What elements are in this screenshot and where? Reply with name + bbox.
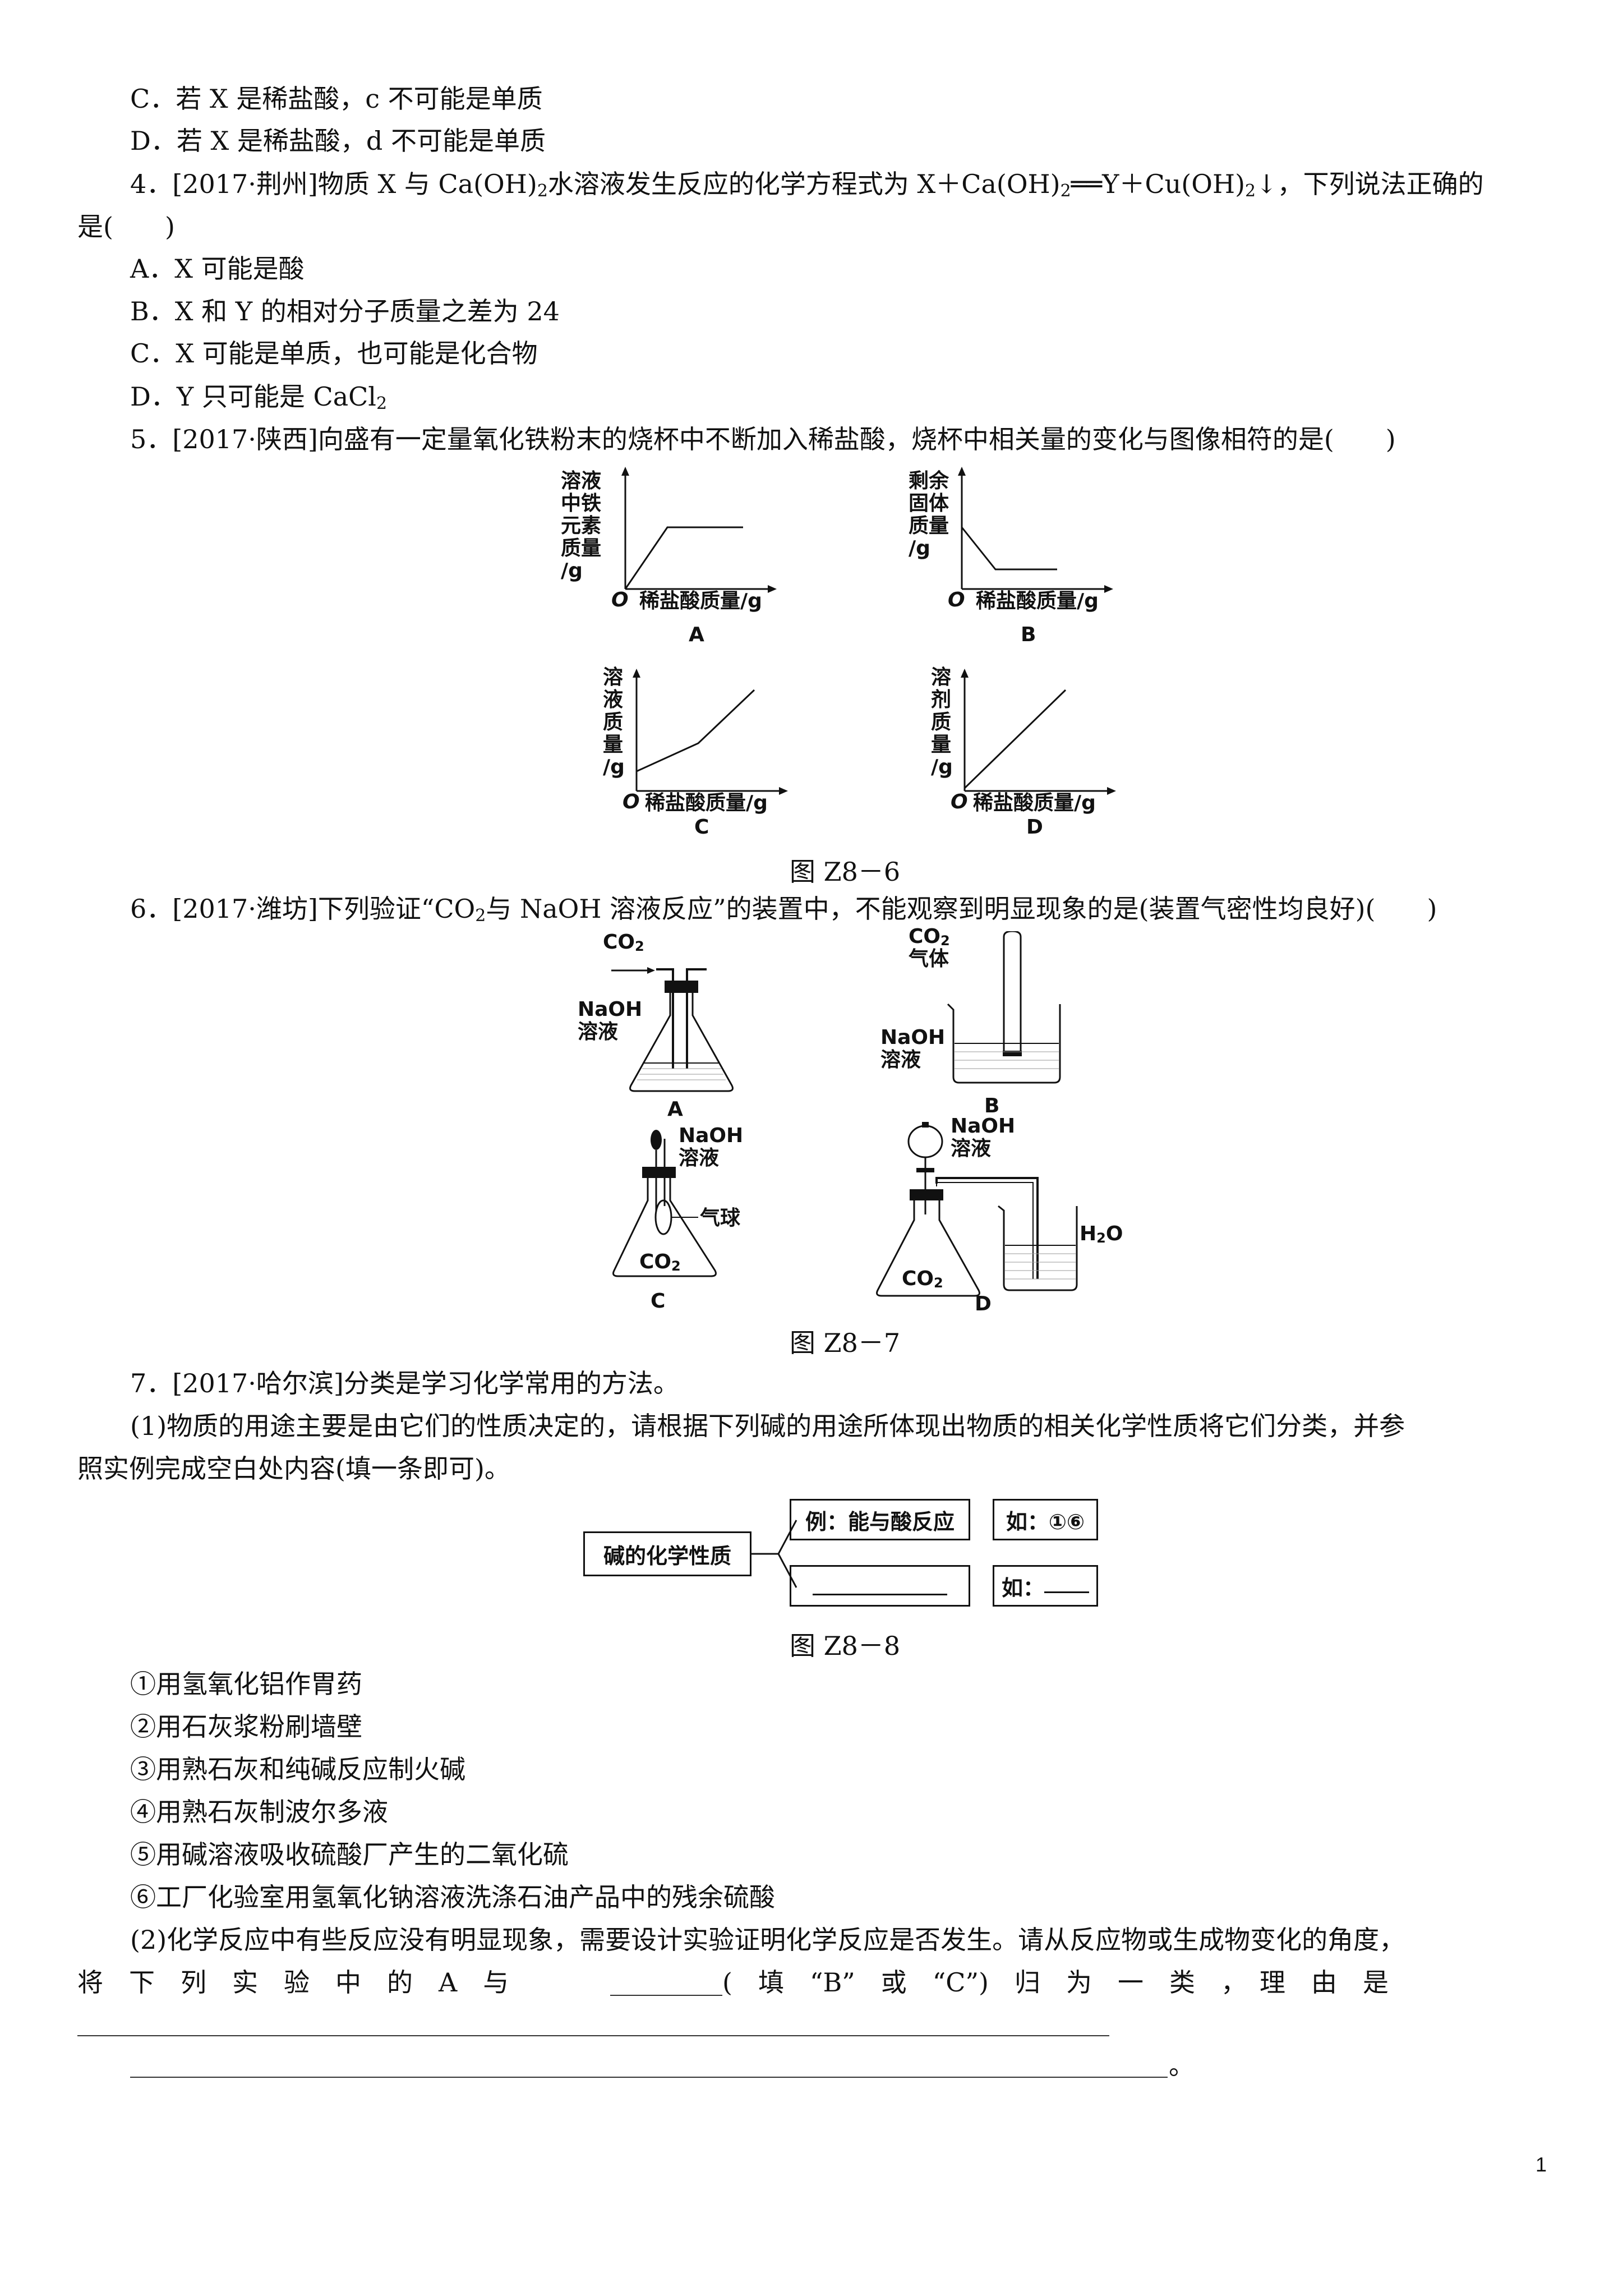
apparatus-c-balloon-label: 气球 bbox=[700, 1207, 741, 1230]
answer-line-reason-1[interactable] bbox=[77, 2035, 1109, 2036]
use-item-5: ⑤用碱溶液吸收硫酸厂产生的二氧化硫 bbox=[130, 1839, 569, 1870]
q4-option-c: C．X 可能是单质，也可能是化合物 bbox=[130, 338, 538, 369]
blank-items-label: 如： bbox=[1001, 1575, 1044, 1600]
q7-2-line1: (2)化学反应中有些反应没有明显现象，需要设计实验证明化学反应是否发生。请从反应… bbox=[130, 1925, 1405, 1955]
graph-d-origin: O bbox=[951, 790, 968, 813]
figure-z8-6: 溶液中铁元素质量/g O 稀盐酸质量/g A 剩余固体质量/g O 稀盐酸质量/… bbox=[561, 466, 1122, 839]
q5-stem: 5．[2017·陕西]向盛有一定量氧化铁粉末的烧杯中不断加入稀盐酸，烧杯中相关量… bbox=[130, 424, 1396, 454]
graph-d-plot bbox=[961, 669, 1116, 795]
page-number: 1 bbox=[1536, 2153, 1547, 2176]
answer-line-reason-2[interactable] bbox=[130, 2077, 1168, 2078]
graph-b-letter: B bbox=[1021, 623, 1036, 646]
q4-stem-line2: 是( ) bbox=[77, 211, 175, 242]
blank-items-box: 如： bbox=[993, 1565, 1098, 1607]
main-property-box: 碱的化学性质 bbox=[583, 1531, 751, 1576]
graph-d-letter: D bbox=[1026, 816, 1043, 839]
apparatus-a-letter: A bbox=[667, 1098, 683, 1121]
q4-stem: 4．[2017·荆州]物质 X 与 Ca(OH)2水溶液发生反应的化学方程式为 … bbox=[130, 169, 1484, 201]
use-item-3: ③用熟石灰和纯碱反应制火碱 bbox=[130, 1754, 465, 1784]
use-item-1: ①用氢氧化铝作胃药 bbox=[130, 1669, 362, 1699]
use-item-6: ⑥工厂化验室用氢氧化钠溶液洗涤石油产品中的残余硫酸 bbox=[130, 1882, 775, 1912]
figure-z8-7-caption: 图 Z8－7 bbox=[790, 1328, 901, 1358]
graph-a-origin: O bbox=[611, 588, 629, 611]
use-item-2: ②用石灰浆粉刷墙壁 bbox=[130, 1711, 362, 1742]
apparatus-b-letter: B bbox=[984, 1094, 1000, 1117]
blank-items-underline[interactable] bbox=[1044, 1591, 1089, 1593]
apparatus-b-beaker bbox=[947, 931, 1061, 1084]
graph-b-xlabel: 稀盐酸质量/g bbox=[976, 590, 1099, 613]
q7-2-line2-part-a: 将 下 列 实 验 中 的 A 与 bbox=[77, 1967, 509, 1998]
example-items-box: 如：①⑥ bbox=[993, 1499, 1098, 1540]
figure-z8-8-caption: 图 Z8－8 bbox=[790, 1631, 901, 1661]
q7-1-line1: (1)物质的用途主要是由它们的性质决定的，请根据下列碱的用途所体现出物质的相关化… bbox=[130, 1411, 1405, 1441]
graph-c-origin: O bbox=[623, 790, 640, 813]
answer-blank-b-or-c[interactable] bbox=[610, 1995, 722, 1996]
graph-a-ylabel: 溶液中铁元素质量/g bbox=[561, 470, 602, 582]
q7-2-end-mark: 。 bbox=[1169, 2050, 1195, 2081]
graph-c-plot bbox=[633, 669, 788, 795]
graph-d-xlabel: 稀盐酸质量/g bbox=[973, 792, 1096, 815]
graph-a-letter: A bbox=[689, 623, 704, 646]
graph-c-letter: C bbox=[694, 816, 709, 839]
q3-option-c: C．若 X 是稀盐酸，c 不可能是单质 bbox=[130, 84, 543, 114]
apparatus-c-letter: C bbox=[651, 1290, 666, 1313]
graph-c-ylabel: 溶液质量/g bbox=[603, 666, 625, 779]
q6-stem: 6．[2017·潍坊]下列验证“CO2与 NaOH 溶液反应”的装置中，不能观察… bbox=[130, 894, 1437, 926]
graph-d-ylabel: 溶剂质量/g bbox=[931, 666, 953, 779]
q4-option-a: A．X 可能是酸 bbox=[130, 254, 305, 284]
apparatus-c-gas-label: CO2 bbox=[639, 1250, 681, 1274]
q7-stem: 7．[2017·哈尔滨]分类是学习化学常用的方法。 bbox=[130, 1368, 679, 1398]
q4-option-b: B．X 和 Y 的相对分子质量之差为 24 bbox=[130, 296, 560, 326]
graph-b-plot bbox=[958, 467, 1113, 593]
apparatus-a-gas-label: CO2 bbox=[603, 931, 644, 954]
figure-z8-6-caption: 图 Z8－6 bbox=[790, 857, 901, 887]
blank-property-underline[interactable] bbox=[813, 1593, 947, 1595]
blank-property-box bbox=[790, 1565, 970, 1607]
q7-1-line2: 照实例完成空白处内容(填一条即可)。 bbox=[77, 1453, 510, 1484]
q4-option-d: D．Y 只可能是 CaCl2 bbox=[130, 381, 388, 413]
graph-a-plot bbox=[621, 467, 777, 593]
graph-c-xlabel: 稀盐酸质量/g bbox=[645, 792, 768, 815]
example-property-box: 例：能与酸反应 bbox=[790, 1499, 970, 1540]
branch-connector bbox=[751, 1520, 797, 1588]
apparatus-d-letter: D bbox=[975, 1292, 992, 1315]
apparatus-d-setup bbox=[876, 1122, 1078, 1297]
apparatus-a-flask bbox=[611, 967, 734, 1092]
apparatus-c-flask bbox=[612, 1130, 717, 1277]
graph-b-origin: O bbox=[948, 588, 965, 611]
use-item-4: ④用熟石灰制波尔多液 bbox=[130, 1797, 388, 1827]
q3-option-d: D．若 X 是稀盐酸，d 不可能是单质 bbox=[130, 126, 546, 156]
graph-a-xlabel: 稀盐酸质量/g bbox=[639, 590, 762, 613]
graph-b-ylabel: 剩余固体质量/g bbox=[909, 470, 949, 560]
apparatus-d-gas-label: CO2 bbox=[902, 1267, 943, 1291]
apparatus-d-water-label: H2O bbox=[1080, 1222, 1123, 1246]
q7-2-line2-part-b: ( 填 “B” 或 “C”) 归 为 一 类 ， 理 由 是 bbox=[722, 1967, 1389, 1998]
